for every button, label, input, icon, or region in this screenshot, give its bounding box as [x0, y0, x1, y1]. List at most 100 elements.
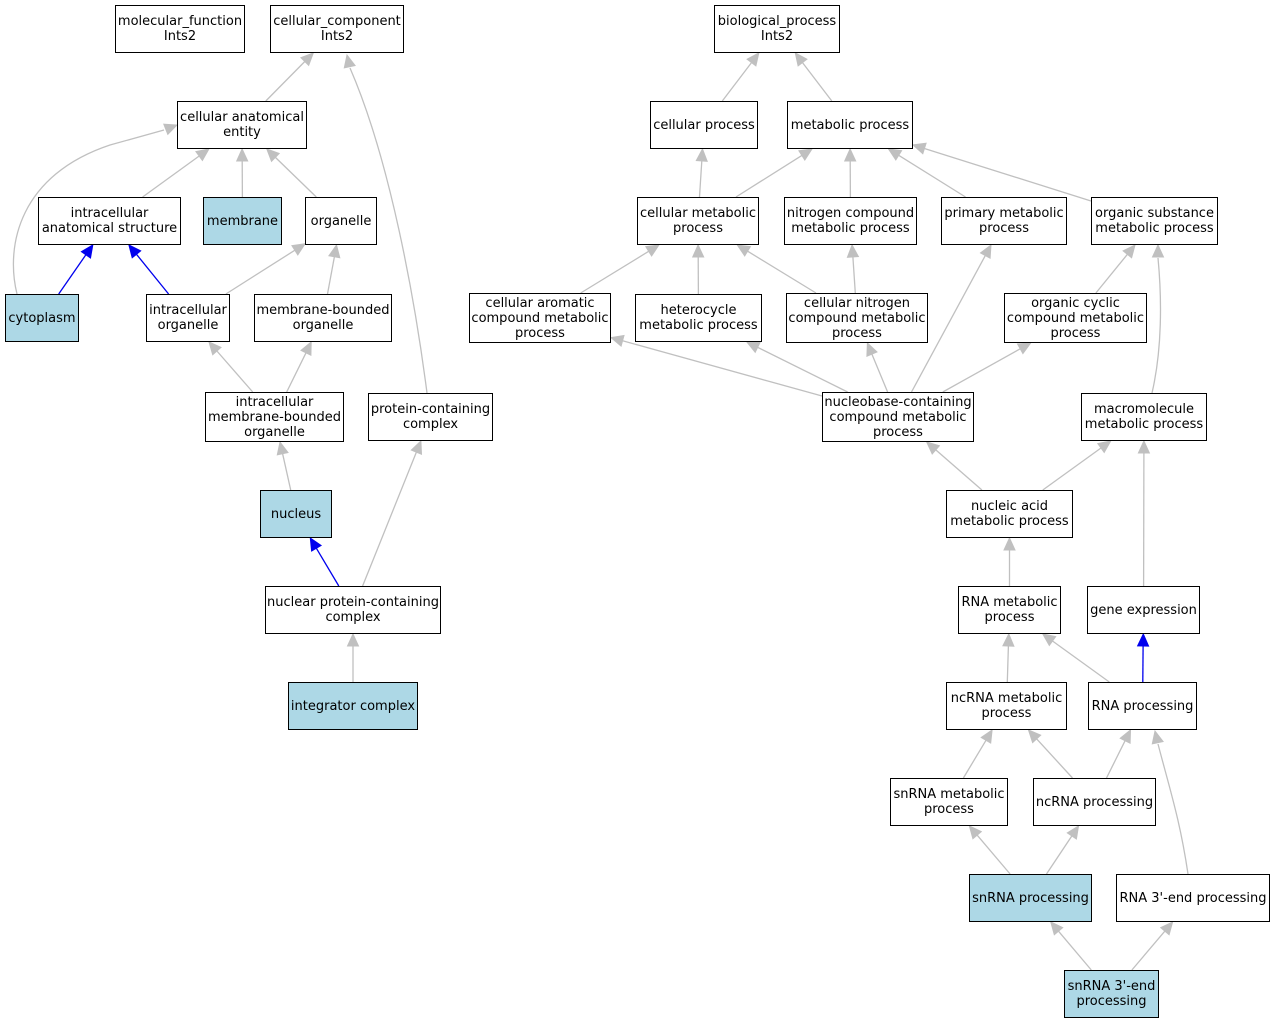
term-node-sn3p[interactable]: snRNA 3'-end processing: [1064, 970, 1159, 1018]
arrowhead-mp-to-bp: [794, 52, 808, 67]
term-node-namp[interactable]: nucleic acid metabolic process: [946, 490, 1073, 538]
term-node-io[interactable]: intracellular organelle: [146, 294, 230, 342]
term-label: cellular metabolic process: [640, 206, 756, 236]
term-node-npcc[interactable]: nuclear protein-containing complex: [265, 586, 441, 634]
edge-pcc-to-cc: [349, 67, 428, 394]
term-node-nuc[interactable]: nucleus: [260, 490, 332, 538]
term-node-hmp[interactable]: heterocycle metabolic process: [635, 294, 762, 342]
term-label: gene expression: [1090, 602, 1197, 618]
arrowhead-ncrp-to-rp: [1119, 728, 1132, 744]
arrowhead-ncrmp-to-rmp: [1002, 632, 1015, 647]
term-node-bp[interactable]: biological_process Ints2: [714, 5, 840, 53]
edge-osmp-to-mp: [924, 147, 1092, 202]
edge-mp-to-bp: [801, 62, 833, 102]
arrowhead-namp-to-nbcmp: [925, 441, 941, 455]
arrowhead-cncmp-to-ncmp: [846, 243, 860, 258]
term-node-ncmp[interactable]: nitrogen compound metabolic process: [784, 197, 917, 245]
term-label: nucleus: [270, 506, 322, 522]
term-node-r3p[interactable]: RNA 3'-end processing: [1116, 874, 1270, 922]
term-label: membrane: [206, 213, 279, 229]
arrowhead-hmp-to-cmp: [691, 243, 705, 258]
term-node-mp[interactable]: metabolic process: [787, 101, 913, 149]
term-node-macmp[interactable]: macromolecule metabolic process: [1081, 393, 1207, 441]
term-node-occmp[interactable]: organic cyclic compound metabolic proces…: [1004, 293, 1147, 343]
arrowhead-ge-to-macmp: [1137, 439, 1151, 454]
arrowhead-rp-to-rmp: [1041, 633, 1057, 647]
term-label: organelle: [310, 213, 372, 229]
edge-nuc-to-imbo: [281, 453, 292, 491]
term-node-nbcmp[interactable]: nucleobase-containing compound metabolic…: [822, 392, 974, 442]
term-label: organic substance metabolic process: [1095, 206, 1214, 236]
arrowhead-mbo-to-org: [328, 243, 341, 259]
arrowhead-pmp-to-mp: [887, 148, 903, 161]
term-node-rmp[interactable]: RNA metabolic process: [958, 586, 1061, 634]
term-node-rp[interactable]: RNA processing: [1088, 682, 1197, 730]
term-label: cytoplasm: [8, 310, 76, 326]
term-node-snmp[interactable]: snRNA metabolic process: [890, 778, 1008, 826]
term-node-cyto[interactable]: cytoplasm: [5, 294, 79, 342]
arrowhead-cmp-to-cp: [695, 147, 708, 162]
term-node-imbo[interactable]: intracellular membrane-bounded organelle: [205, 392, 344, 442]
edge-nbcmp-to-cncmp: [871, 353, 889, 393]
term-label: snRNA metabolic process: [893, 787, 1005, 817]
arrowhead-org-to-cae: [265, 148, 281, 163]
term-node-cc[interactable]: cellular_component Ints2: [270, 5, 404, 53]
edge-occmp-to-osmp: [1095, 253, 1128, 294]
arrowhead-sn3p-to-r3p: [1159, 921, 1174, 936]
term-node-mf[interactable]: molecular_function Ints2: [115, 5, 245, 53]
term-label: cellular anatomical entity: [180, 110, 304, 140]
term-node-ias[interactable]: intracellular anatomical structure: [38, 197, 181, 245]
arrowhead-ncmp-to-mp: [843, 147, 857, 162]
term-node-ge[interactable]: gene expression: [1087, 586, 1200, 634]
edge-namp-to-macmp: [1042, 447, 1102, 491]
term-node-cacmp[interactable]: cellular aromatic compound metabolic pro…: [469, 293, 611, 343]
term-label: cellular_component Ints2: [273, 14, 401, 44]
term-label: primary metabolic process: [944, 206, 1064, 236]
term-label: snRNA processing: [972, 890, 1089, 906]
edge-r3p-to-rp: [1157, 743, 1189, 875]
edge-cyto-to-ias: [58, 254, 87, 295]
term-node-cmp[interactable]: cellular metabolic process: [637, 197, 759, 245]
term-label: intracellular membrane-bounded organelle: [207, 394, 341, 440]
edge-org-to-cae: [274, 156, 317, 198]
arrowhead-cyto-to-ias: [80, 244, 94, 259]
edge-cmp-to-cp: [698, 160, 703, 198]
edge-sn3p-to-snp: [1058, 930, 1092, 971]
arrowhead-pcc-to-cc: [343, 53, 356, 69]
arrowhead-nbcmp-to-occmp: [1016, 342, 1032, 355]
edge-rp-to-rmp: [1052, 640, 1110, 683]
arrowhead-macmp-to-osmp: [1151, 243, 1165, 258]
term-node-ncrmp[interactable]: ncRNA metabolic process: [946, 682, 1067, 730]
arrowhead-cyto-to-cae: [163, 123, 179, 136]
edge-io-to-ias: [135, 253, 170, 295]
term-label: ncRNA processing: [1035, 794, 1154, 810]
edge-pmp-to-mp: [898, 154, 966, 198]
edge-imbo-to-mbo: [286, 352, 307, 393]
term-node-snp[interactable]: snRNA processing: [969, 874, 1092, 922]
term-node-ncrp[interactable]: ncRNA processing: [1033, 778, 1156, 826]
edge-cae-to-cc: [265, 61, 306, 102]
term-node-cp[interactable]: cellular process: [650, 101, 758, 149]
term-label: RNA metabolic process: [961, 595, 1058, 625]
term-node-osmp[interactable]: organic substance metabolic process: [1091, 197, 1218, 245]
arrowhead-mem-to-cae: [235, 147, 249, 162]
arrowhead-cmp-to-mp: [798, 148, 814, 162]
term-node-cncmp[interactable]: cellular nitrogen compound metabolic pro…: [786, 293, 928, 343]
term-node-mem[interactable]: membrane: [203, 197, 282, 245]
term-node-pmp[interactable]: primary metabolic process: [941, 197, 1067, 245]
term-node-cae[interactable]: cellular anatomical entity: [177, 101, 307, 149]
arrowhead-cncmp-to-cmp: [736, 244, 752, 257]
arrowhead-nbcmp-to-pmp: [979, 243, 992, 260]
edge-cacmp-to-cmp: [580, 250, 650, 294]
edge-ias-to-cae: [142, 155, 200, 198]
term-node-mbo[interactable]: membrane-bounded organelle: [254, 294, 392, 342]
arrowhead-r3p-to-rp: [1151, 729, 1164, 745]
term-node-intc[interactable]: integrator complex: [288, 682, 418, 730]
arrowhead-cae-to-cc: [299, 52, 315, 67]
edge-cp-to-bp: [721, 62, 753, 102]
term-node-org[interactable]: organelle: [305, 197, 377, 245]
arrowhead-namp-to-macmp: [1096, 440, 1112, 454]
term-node-pcc[interactable]: protein-containing complex: [368, 393, 493, 441]
